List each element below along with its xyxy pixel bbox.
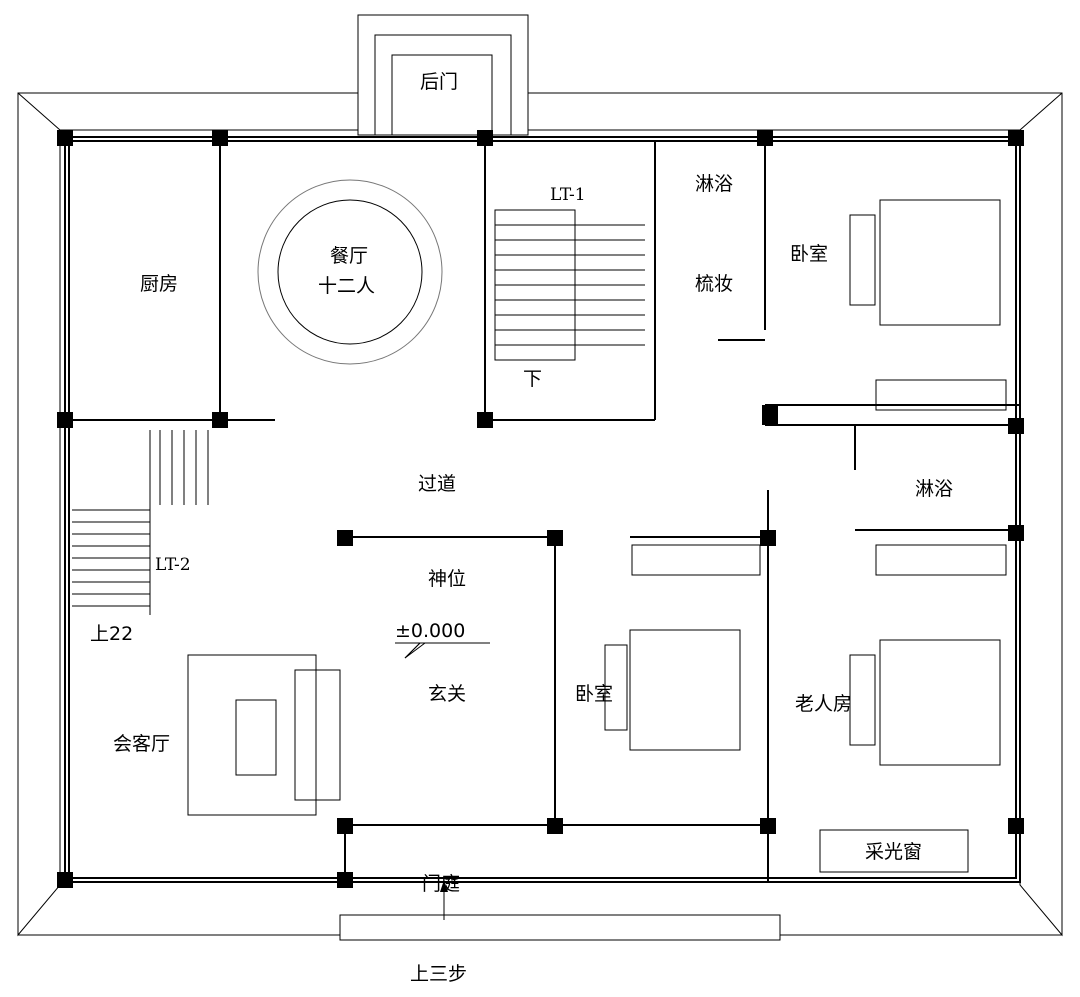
label-living-room: 会客厅: [113, 733, 170, 755]
label-shower1: 淋浴: [695, 173, 733, 195]
stair-lt2: [72, 430, 209, 615]
label-elevation: ±0.000: [395, 620, 465, 642]
label-vanity: 梳妆: [695, 273, 733, 295]
label-porch: 门庭: [422, 873, 460, 895]
label-stair-down: 下: [523, 368, 542, 390]
roof-outline: [17, 92, 1063, 937]
label-kitchen: 厨房: [140, 273, 178, 295]
elevation-arrow: [404, 642, 421, 659]
back-door-bay: [357, 14, 529, 136]
label-dining: 餐厅: [330, 245, 368, 267]
label-stair-lt1: LT-1: [550, 185, 586, 205]
label-stair-up: 上22: [90, 623, 133, 645]
wardrobes: [631, 379, 1007, 576]
label-bedroom1: 卧室: [790, 243, 828, 265]
columns: [57, 130, 1024, 888]
bed-elder-room: [849, 639, 1001, 766]
label-shower2: 淋浴: [915, 478, 953, 500]
bed-bedroom1: [849, 199, 1001, 326]
label-stair-lt2: LT-2: [155, 555, 191, 575]
living-sofa-set: [187, 654, 341, 816]
label-back-door: 后门: [420, 71, 458, 93]
dining-table: [257, 179, 443, 365]
stair-lt1: [494, 209, 645, 361]
porch: [339, 829, 969, 941]
label-steps: 上三步: [410, 963, 467, 985]
label-corridor: 过道: [418, 473, 456, 495]
label-foyer: 玄关: [428, 683, 466, 705]
label-elder-room: 老人房: [795, 693, 852, 715]
elevation-marker: [395, 642, 490, 659]
bed-bedroom2: [604, 629, 741, 751]
label-skylight-window: 采光窗: [865, 841, 922, 863]
label-dining-capacity: 十二人: [318, 275, 375, 297]
label-shrine: 神位: [428, 568, 466, 590]
label-bedroom2: 卧室: [575, 683, 613, 705]
walls: [64, 136, 1021, 883]
